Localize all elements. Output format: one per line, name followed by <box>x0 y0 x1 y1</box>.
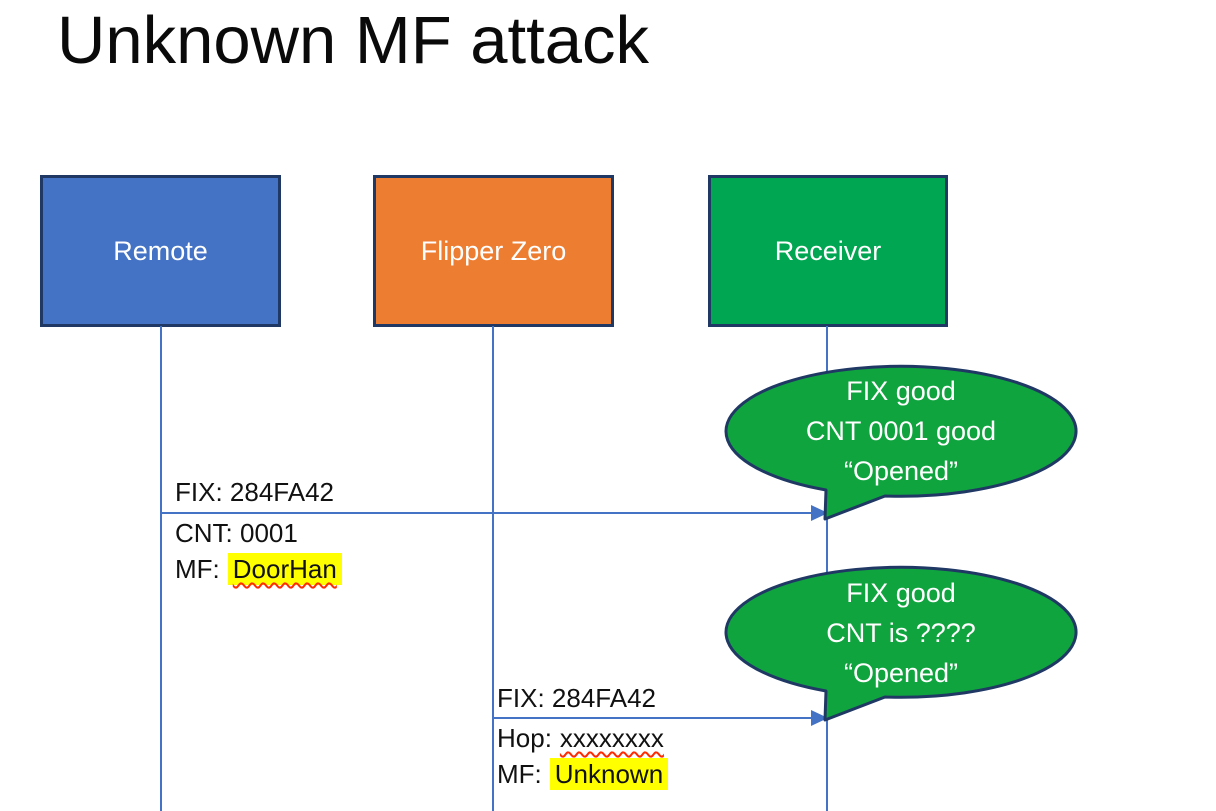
actor-label-flipper-zero: Flipper Zero <box>420 235 567 266</box>
message2-mf-value-highlighted: Unknown <box>549 758 669 790</box>
message1-label-fix: FIX: 284FA42 <box>175 477 334 507</box>
message2-mf-prefix: MF: <box>497 759 542 789</box>
lifeline-flipper-zero <box>492 326 494 811</box>
callout2-line1: FIX good <box>846 578 956 608</box>
message2-label-hop: Hop:xxxxxxxx <box>497 723 664 754</box>
callout2-line3: “Opened” <box>843 658 959 688</box>
message-line-flipper-to-receiver <box>493 717 812 719</box>
lifeline-receiver <box>826 326 828 811</box>
callout-bubble-1 <box>724 364 1078 521</box>
callout1-line2: CNT 0001 good <box>805 416 997 446</box>
lifeline-remote <box>160 326 162 811</box>
message2-label-fix: FIX: 284FA42 <box>497 683 656 713</box>
message1-label-cnt: CNT: 0001 <box>175 518 298 548</box>
message1-label-mf: MF:DoorHan <box>175 553 342 585</box>
callout2-text: FIX good CNT is ???? “Opened” <box>731 573 1071 693</box>
slide-title: Unknown MF attack <box>57 3 650 78</box>
actor-box-flipper-zero: Flipper Zero <box>373 175 614 327</box>
callout-bubble-shape <box>724 364 1078 521</box>
actor-label-remote: Remote <box>113 235 208 266</box>
message2-hop-prefix: Hop: <box>497 723 552 753</box>
message2-hop-value-squiggle: xxxxxxxx <box>559 723 664 753</box>
actor-label-receiver: Receiver <box>774 235 882 266</box>
callout1-text: FIX good CNT 0001 good “Opened” <box>731 371 1071 491</box>
callout1-line3: “Opened” <box>843 456 959 486</box>
callout1-line1: FIX good <box>846 376 956 406</box>
actor-box-remote: Remote <box>40 175 281 327</box>
message2-label-mf: MF:Unknown <box>497 758 669 790</box>
actor-box-receiver: Receiver <box>708 175 948 327</box>
message-line-remote-to-receiver <box>161 512 812 514</box>
message1-mf-prefix: MF: <box>175 554 220 584</box>
callout2-line2: CNT is ???? <box>826 618 976 648</box>
message1-mf-value-highlighted: DoorHan <box>227 553 342 585</box>
callout-bubble-shape <box>724 565 1078 722</box>
callout-bubble-2 <box>724 565 1078 722</box>
